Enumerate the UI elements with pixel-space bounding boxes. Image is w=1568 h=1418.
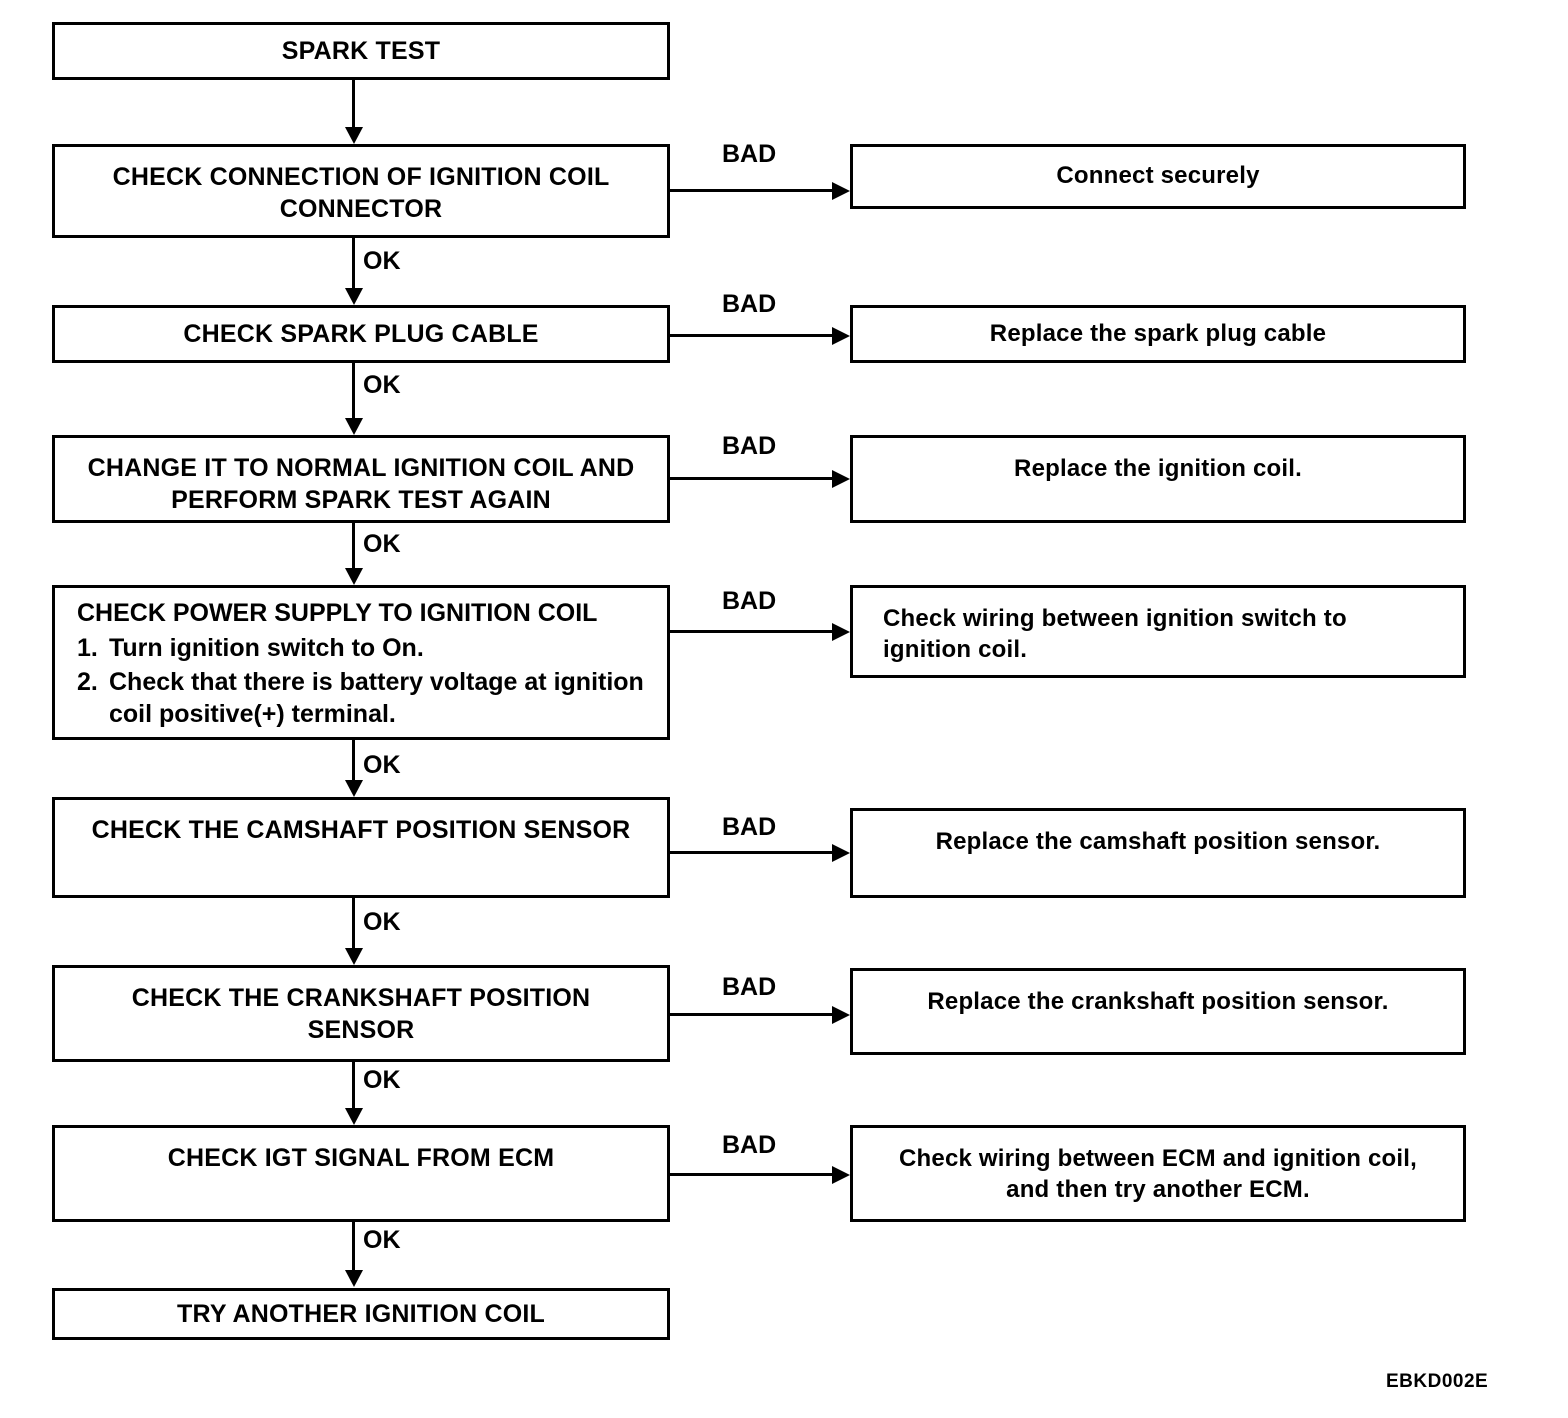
- node-check-ignition-coil-connector-label: CHECK CONNECTION OF IGNITION COIL CONNEC…: [112, 163, 610, 223]
- node-check-spark-plug-cable-label: CHECK SPARK PLUG CABLE: [183, 320, 539, 348]
- edge-label-ok-5: OK: [363, 751, 401, 779]
- connector-n4-r4-arrow: [832, 470, 850, 488]
- connector-n5-r5-arrow: [832, 623, 850, 641]
- node-spark-test: SPARK TEST: [52, 22, 670, 80]
- node-check-power-supply-list: 1. Turn ignition switch to On. 2. Check …: [55, 631, 667, 731]
- list-item: 2. Check that there is battery voltage a…: [77, 666, 653, 731]
- edge-label-ok-8: OK: [363, 1226, 401, 1254]
- connector-n4-r4-line: [670, 477, 834, 480]
- edge-label-ok-3: OK: [363, 371, 401, 399]
- list-item-number: 2.: [77, 667, 98, 696]
- node-check-power-supply-heading: CHECK POWER SUPPLY TO IGNITION COIL: [77, 599, 598, 627]
- connector-n8-n9-line: [352, 1222, 355, 1270]
- connector-n6-r6-line: [670, 851, 834, 854]
- result-connect-securely-label: Connect securely: [1056, 162, 1260, 190]
- node-check-igt-signal: CHECK IGT SIGNAL FROM ECM: [52, 1125, 670, 1222]
- connector-n2-n3-line: [352, 238, 355, 288]
- node-check-camshaft-position-sensor: CHECK THE CAMSHAFT POSITION SENSOR: [52, 797, 670, 898]
- connector-n6-n7-arrow: [345, 948, 363, 965]
- edge-label-ok-2: OK: [363, 247, 401, 275]
- list-item-text: Check that there is battery voltage at i…: [109, 667, 644, 729]
- connector-n3-n4-arrow: [345, 418, 363, 435]
- connector-n3-n4-line: [352, 363, 355, 418]
- node-spark-test-label: SPARK TEST: [281, 37, 441, 65]
- list-item-text: Turn ignition switch to On.: [109, 634, 424, 663]
- result-check-wiring-ecm: Check wiring between ECM and ignition co…: [850, 1125, 1466, 1222]
- edge-label-bad-2: BAD: [722, 140, 777, 168]
- node-check-camshaft-position-sensor-label: CHECK THE CAMSHAFT POSITION SENSOR: [91, 816, 631, 844]
- node-check-igt-signal-label: CHECK IGT SIGNAL FROM ECM: [167, 1144, 555, 1172]
- node-check-spark-plug-cable: CHECK SPARK PLUG CABLE: [52, 305, 670, 363]
- result-replace-spark-plug-cable-label: Replace the spark plug cable: [989, 319, 1327, 347]
- edge-label-ok-4: OK: [363, 530, 401, 558]
- connector-n7-n8-line: [352, 1062, 355, 1108]
- result-connect-securely: Connect securely: [850, 144, 1466, 209]
- connector-n4-n5-line: [352, 523, 355, 568]
- result-replace-crankshaft-sensor-label: Replace the crankshaft position sensor.: [927, 988, 1389, 1015]
- connector-n4-n5-arrow: [345, 568, 363, 585]
- connector-n5-r5-line: [670, 630, 834, 633]
- node-check-ignition-coil-connector: CHECK CONNECTION OF IGNITION COIL CONNEC…: [52, 144, 670, 238]
- node-try-another-ignition-coil-label: TRY ANOTHER IGNITION COIL: [177, 1300, 545, 1328]
- connector-n3-r3-line: [670, 334, 834, 337]
- connector-n8-n9-arrow: [345, 1270, 363, 1287]
- connector-n5-n6-line: [352, 740, 355, 780]
- node-check-power-supply: CHECK POWER SUPPLY TO IGNITION COIL 1. T…: [52, 585, 670, 740]
- result-replace-camshaft-sensor-label: Replace the camshaft position sensor.: [935, 828, 1381, 855]
- edge-label-bad-8: BAD: [722, 1131, 777, 1159]
- edge-label-bad-6: BAD: [722, 813, 777, 841]
- connector-n7-n8-arrow: [345, 1108, 363, 1125]
- connector-n1-n2-line: [352, 80, 355, 127]
- result-check-wiring-ignition-switch: Check wiring between ignition switch to …: [850, 585, 1466, 678]
- connector-n5-n6-arrow: [345, 780, 363, 797]
- list-item-number: 1.: [77, 634, 98, 663]
- node-check-crankshaft-position-sensor-label: CHECK THE CRANKSHAFT POSITION SENSOR: [131, 984, 591, 1044]
- edge-label-ok-6: OK: [363, 908, 401, 936]
- connector-n7-r7-arrow: [832, 1006, 850, 1024]
- edge-label-bad-5: BAD: [722, 587, 777, 615]
- node-check-crankshaft-position-sensor: CHECK THE CRANKSHAFT POSITION SENSOR: [52, 965, 670, 1062]
- edge-label-bad-4: BAD: [722, 432, 777, 460]
- connector-n6-r6-arrow: [832, 844, 850, 862]
- edge-label-bad-3: BAD: [722, 290, 777, 318]
- connector-n6-n7-line: [352, 898, 355, 948]
- result-replace-camshaft-sensor: Replace the camshaft position sensor.: [850, 808, 1466, 898]
- result-replace-spark-plug-cable: Replace the spark plug cable: [850, 305, 1466, 363]
- connector-n1-n2-arrow: [345, 127, 363, 144]
- list-item: 1. Turn ignition switch to On.: [77, 632, 653, 665]
- edge-label-bad-7: BAD: [722, 973, 777, 1001]
- connector-n2-r2-arrow: [832, 182, 850, 200]
- connector-n2-r2-line: [670, 189, 834, 192]
- figure-code: EBKD002E: [1386, 1371, 1489, 1392]
- result-check-wiring-ecm-label: Check wiring between ECM and ignition co…: [899, 1145, 1417, 1203]
- connector-n3-r3-arrow: [832, 327, 850, 345]
- connector-n7-r7-line: [670, 1013, 834, 1016]
- result-replace-crankshaft-sensor: Replace the crankshaft position sensor.: [850, 968, 1466, 1055]
- node-change-to-normal-ignition-coil-label: CHANGE IT TO NORMAL IGNITION COIL AND PE…: [87, 454, 635, 514]
- result-replace-ignition-coil-label: Replace the ignition coil.: [1014, 455, 1302, 482]
- connector-n8-r8-line: [670, 1173, 834, 1176]
- result-check-wiring-ignition-switch-label: Check wiring between ignition switch to …: [883, 605, 1347, 663]
- edge-label-ok-7: OK: [363, 1066, 401, 1094]
- node-change-to-normal-ignition-coil: CHANGE IT TO NORMAL IGNITION COIL AND PE…: [52, 435, 670, 523]
- connector-n2-n3-arrow: [345, 288, 363, 305]
- node-try-another-ignition-coil: TRY ANOTHER IGNITION COIL: [52, 1288, 670, 1340]
- result-replace-ignition-coil: Replace the ignition coil.: [850, 435, 1466, 523]
- connector-n8-r8-arrow: [832, 1166, 850, 1184]
